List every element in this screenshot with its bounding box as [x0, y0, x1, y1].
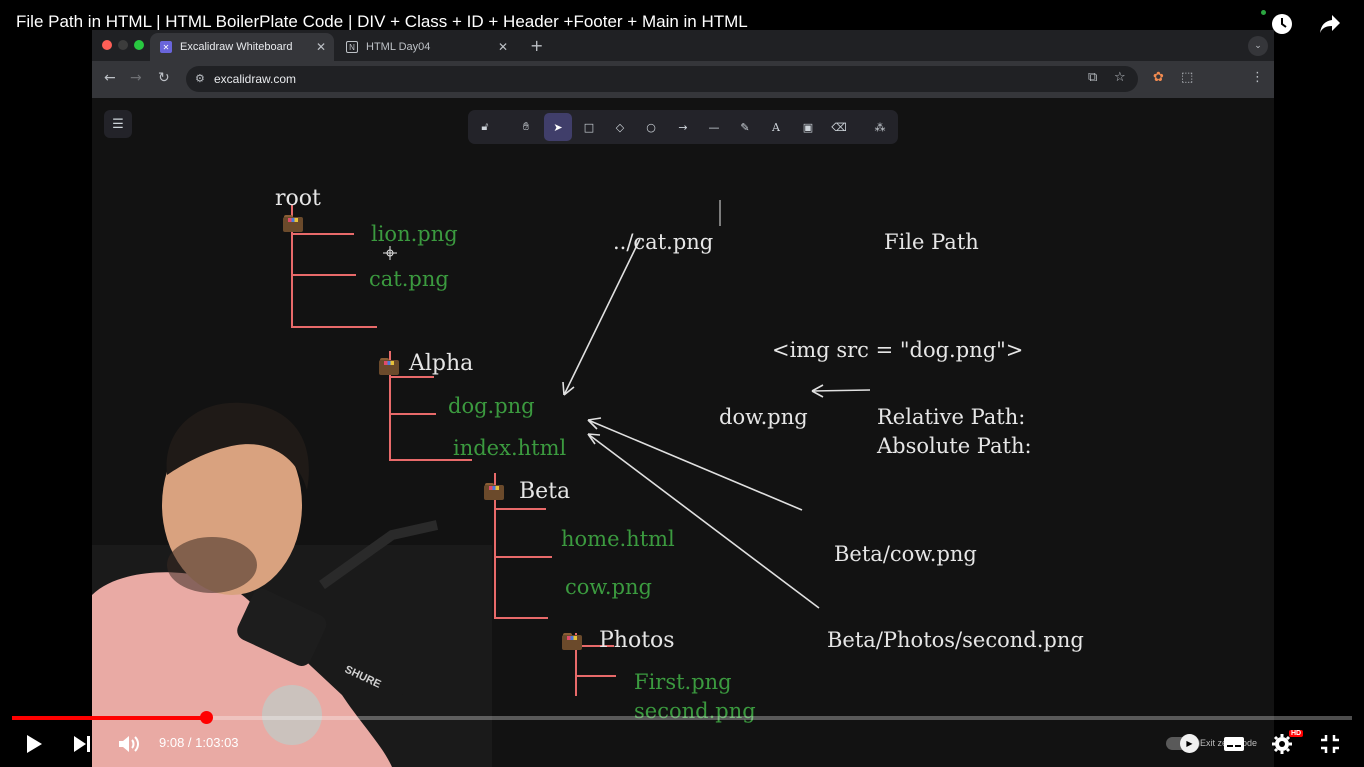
current-time: 9:08 — [159, 735, 185, 750]
file-index: index.html — [453, 436, 567, 460]
tab-search-button[interactable]: ⌄ — [1248, 36, 1268, 56]
close-window-button[interactable] — [102, 40, 112, 50]
browser-menu-icon[interactable]: ⋮ — [1251, 70, 1264, 85]
autoplay-toggle[interactable]: ▶ — [1166, 734, 1200, 753]
text-icon[interactable]: A — [772, 120, 780, 134]
arrow-icon[interactable]: → — [678, 120, 688, 134]
play-icon[interactable] — [20, 730, 48, 758]
annotation-arrows — [562, 238, 871, 609]
site-settings-icon[interactable]: ⚙ — [195, 73, 205, 85]
beta-cow-path: Beta/cow.png — [834, 542, 977, 566]
dow-png-text: dow.png — [719, 405, 808, 429]
shapes-library-icon[interactable]: ⁂ — [874, 120, 886, 134]
rectangle-icon[interactable]: □ — [583, 120, 595, 134]
folder-icon — [379, 358, 399, 375]
tab-strip: ✕ Excalidraw Whiteboard ✕ N HTML Day04 ✕… — [92, 30, 1274, 61]
excalidraw-toolbar: 🔓︎ ✋︎ ➤ □ ◇ ○ → — ✎ A ▣ ⌫ ⁂ — [468, 110, 898, 144]
address-bar[interactable]: ⚙ excalidraw.com — [186, 66, 1138, 92]
diamond-icon[interactable]: ◇ — [615, 120, 625, 134]
folder-icon — [484, 483, 504, 500]
file-second: second.png — [634, 699, 756, 723]
minimize-window-button[interactable] — [118, 40, 128, 50]
beta-photos-second-path: Beta/Photos/second.png — [827, 628, 1084, 652]
url-text: excalidraw.com — [214, 72, 297, 86]
presenter-webcam: SHURE — [92, 402, 492, 767]
exit-fullscreen-icon[interactable] — [1316, 730, 1344, 758]
folder-alpha-label: Alpha — [409, 351, 474, 376]
watch-later-icon[interactable] — [1266, 8, 1298, 40]
eraser-icon[interactable]: ⌫ — [831, 120, 847, 134]
folder-icon — [562, 633, 582, 650]
browser-toolbar: ← → ↻ ⚙ excalidraw.com ⧉ ☆ ✿ ⬚ ⋮ — [92, 61, 1274, 98]
reload-icon[interactable]: ↻ — [158, 70, 170, 86]
time-separator: / — [184, 735, 196, 750]
tab-excalidraw[interactable]: ✕ Excalidraw Whiteboard ✕ — [150, 33, 334, 61]
folder-icon — [283, 215, 303, 232]
heading-file-path: File Path — [884, 230, 979, 254]
ellipse-icon[interactable]: ○ — [646, 120, 656, 134]
share-icon[interactable] — [1314, 8, 1346, 40]
progress-scrubber[interactable] — [200, 711, 214, 724]
extensions-puzzle-icon[interactable]: ⬚ — [1181, 70, 1194, 85]
tab-label: Excalidraw Whiteboard — [180, 41, 293, 53]
settings-gear-icon[interactable] — [1268, 730, 1296, 758]
file-dog: dog.png — [448, 394, 535, 418]
hand-icon[interactable]: ✋︎ — [522, 120, 530, 133]
root-label: root — [275, 186, 321, 211]
progress-bar[interactable] — [12, 716, 1352, 720]
extension-icon[interactable]: ✿ — [1153, 70, 1164, 85]
move-cursor-icon — [383, 246, 397, 260]
file-lion: lion.png — [371, 222, 458, 246]
file-cat: cat.png — [369, 267, 449, 291]
forward-arrow-icon[interactable]: → — [130, 70, 142, 86]
bookmark-star-icon[interactable]: ☆ — [1114, 70, 1126, 85]
progress-played — [12, 716, 207, 720]
next-video-icon[interactable] — [68, 730, 96, 758]
close-tab-icon[interactable]: ✕ — [497, 40, 508, 54]
lock-icon[interactable]: 🔓︎ — [481, 120, 489, 133]
subtitles-icon[interactable] — [1220, 730, 1248, 758]
file-home: home.html — [561, 527, 675, 551]
file-first: First.png — [634, 670, 732, 694]
folder-beta-label: Beta — [519, 479, 571, 504]
tab-label: HTML Day04 — [366, 41, 431, 53]
time-display: 9:08 / 1:03:03 — [159, 735, 239, 750]
drawing-strokes — [291, 200, 871, 696]
hamburger-menu-icon[interactable]: ☰ — [104, 110, 132, 138]
live-indicator-dot — [1261, 10, 1266, 15]
img-tag-example: <img src = "dog.png"> — [772, 338, 1024, 362]
back-arrow-icon[interactable]: ← — [104, 70, 116, 86]
notion-icon: N — [346, 41, 358, 53]
image-icon[interactable]: ▣ — [802, 120, 814, 134]
install-app-icon[interactable]: ⧉ — [1088, 70, 1098, 85]
line-icon[interactable]: — — [708, 120, 720, 134]
relative-path-label: Relative Path: — [877, 405, 1026, 429]
browser-window: ✕ Excalidraw Whiteboard ✕ N HTML Day04 ✕… — [92, 30, 1274, 767]
new-tab-button[interactable]: + — [530, 36, 544, 55]
file-cow: cow.png — [565, 575, 652, 599]
excalidraw-icon: ✕ — [160, 41, 172, 53]
absolute-path-label: Absolute Path: — [877, 434, 1032, 458]
hd-badge: HD — [1289, 730, 1304, 737]
relative-up-path: ../cat.png — [613, 230, 714, 254]
total-time: 1:03:03 — [195, 735, 239, 750]
maximize-window-button[interactable] — [134, 40, 144, 50]
video-title: File Path in HTML | HTML BoilerPlate Cod… — [16, 12, 748, 31]
folder-photos-label: Photos — [599, 628, 675, 653]
selection-arrow-icon[interactable]: ➤ — [544, 113, 572, 141]
pencil-icon[interactable]: ✎ — [740, 120, 750, 134]
close-tab-icon[interactable]: ✕ — [315, 40, 326, 54]
volume-icon[interactable] — [115, 730, 143, 758]
tab-html-day04[interactable]: N HTML Day04 ✕ — [336, 33, 516, 61]
autoplay-play-icon: ▶ — [1180, 734, 1199, 753]
